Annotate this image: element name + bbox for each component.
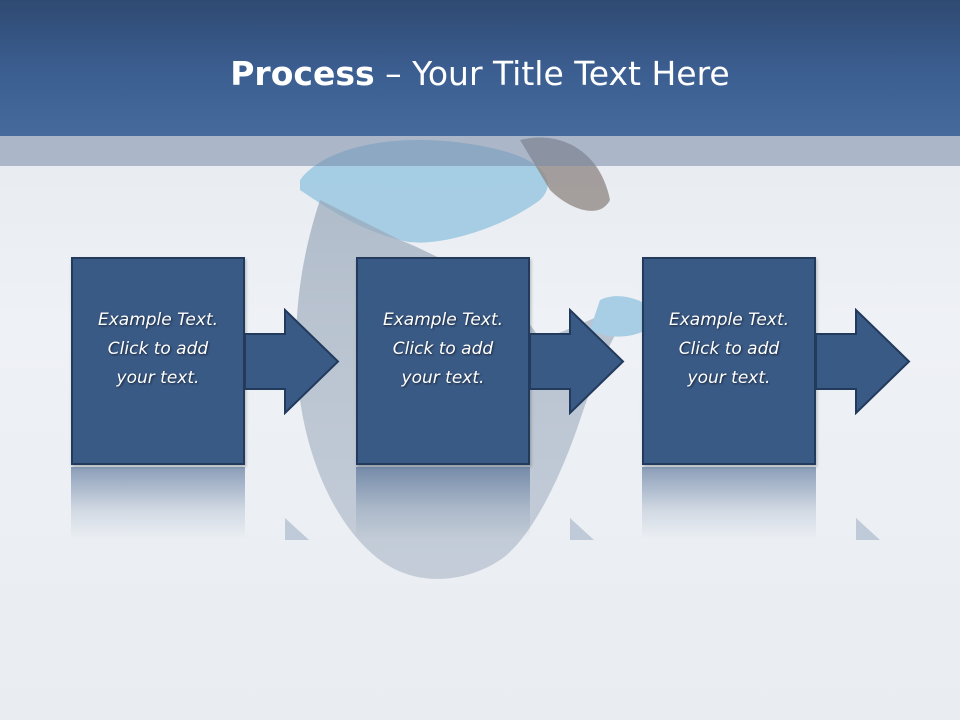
arrow-reflection-3 xyxy=(856,518,880,540)
slide-title[interactable]: Process – Your Title Text Here xyxy=(0,52,960,96)
step-1-text: Example Text. Click to add your text. xyxy=(97,309,219,388)
process-step-1[interactable]: Example Text. Click to add your text. xyxy=(71,257,245,465)
title-bar-strip xyxy=(0,136,960,166)
arrow-reflection-1 xyxy=(285,518,309,540)
step-2-reflection xyxy=(356,467,530,539)
process-step-2[interactable]: Example Text. Click to add your text. xyxy=(356,257,530,465)
step-3-reflection xyxy=(642,467,816,539)
step-1-reflection xyxy=(71,467,245,539)
arrow-right-icon xyxy=(529,308,625,415)
slide-title-bold: Process xyxy=(230,54,375,93)
step-3-text: Example Text. Click to add your text. xyxy=(668,309,790,388)
process-step-3[interactable]: Example Text. Click to add your text. xyxy=(642,257,816,465)
arrow-reflection-2 xyxy=(570,518,594,540)
title-bar xyxy=(0,0,960,136)
arrow-right-icon xyxy=(244,308,340,415)
slide-title-rest: – Your Title Text Here xyxy=(374,54,730,93)
arrow-right-icon xyxy=(815,308,911,415)
step-2-text: Example Text. Click to add your text. xyxy=(382,309,504,388)
